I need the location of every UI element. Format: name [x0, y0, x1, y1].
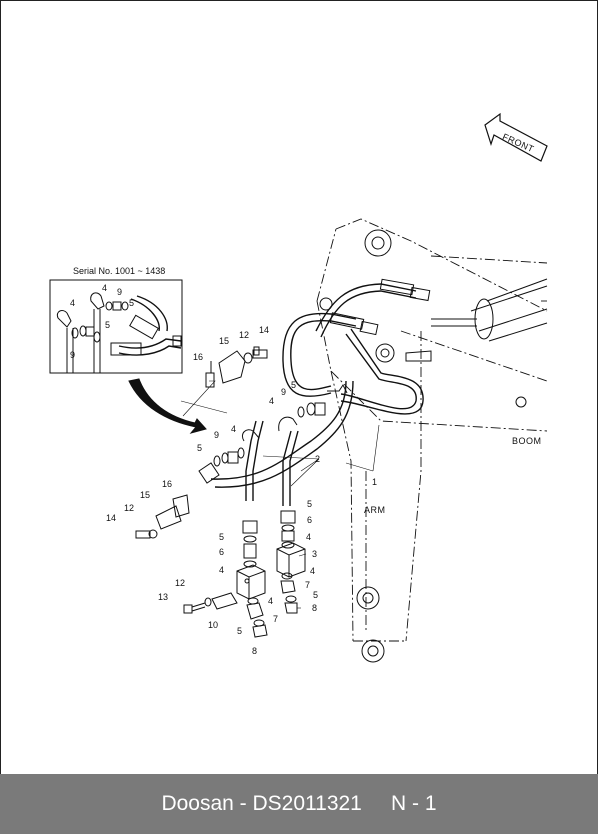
boom-label: BOOM [512, 436, 542, 446]
parts-diagram: Serial No. 1001 ~ 1438 FRONT BOOM ARM 1 … [49, 112, 548, 663]
clamp-upper [205, 349, 268, 388]
boom-outline [316, 218, 548, 432]
callout-9: 9 [214, 430, 219, 440]
callout-15: 15 [219, 336, 229, 346]
callout-9: 9 [281, 387, 286, 397]
callout-16: 16 [162, 479, 172, 489]
footer-title: Doosan - DS2011321 [161, 792, 362, 815]
footer-page-ref: N - 1 [391, 792, 437, 815]
callout-12: 12 [175, 578, 185, 588]
callout-14: 14 [259, 325, 269, 335]
footer-bar: Doosan - DS2011321 N - 1 [0, 774, 598, 834]
arm-outline [330, 331, 422, 642]
hose-2 [210, 380, 354, 506]
callout-4: 4 [306, 532, 311, 542]
callout-3: 3 [312, 549, 317, 559]
inset-box [49, 279, 183, 374]
callout-5: 5 [291, 380, 296, 390]
callout-9: 9 [117, 287, 122, 297]
callout-8: 8 [312, 603, 317, 613]
callout-1: 1 [372, 477, 377, 487]
callout-12: 12 [239, 330, 249, 340]
inset-title: Serial No. 1001 ~ 1438 [73, 266, 165, 276]
hose-1 [282, 283, 424, 415]
callout-4: 4 [310, 566, 315, 576]
callout-14: 14 [106, 513, 116, 523]
callout-4: 4 [268, 596, 273, 606]
arm-label: ARM [364, 505, 386, 515]
clamp-lower [135, 494, 190, 539]
elbow-lower-right [280, 572, 298, 614]
callout-5: 5 [197, 443, 202, 453]
diagram-sheet: Serial No. 1001 ~ 1438 FRONT BOOM ARM 1 … [0, 0, 598, 775]
callout-2: 2 [315, 454, 320, 464]
callout-4: 4 [102, 283, 107, 293]
o-ring-icon [213, 402, 326, 467]
callout-10: 10 [208, 620, 218, 630]
leader-lines [180, 380, 380, 609]
callout-4: 4 [231, 424, 236, 434]
callout-8: 8 [252, 646, 257, 656]
callout-5: 5 [313, 590, 318, 600]
fitting-stack-left [242, 520, 258, 568]
callout-6: 6 [307, 515, 312, 525]
callout-5: 5 [105, 320, 110, 330]
front-arrow-icon [484, 112, 548, 162]
callout-6: 6 [219, 547, 224, 557]
fitting-stack-right [280, 510, 296, 549]
callout-7: 7 [273, 614, 278, 624]
block-icon [236, 542, 306, 600]
boom-pin-icon [319, 229, 527, 663]
hose-fitting-icon [327, 278, 431, 394]
front-label: FRONT [501, 132, 536, 155]
detail-arrow-icon [128, 378, 207, 434]
elbow-fitting-icon [198, 416, 298, 484]
callout-12: 12 [124, 503, 134, 513]
callout-16: 16 [193, 352, 203, 362]
elbow-lower-center [246, 597, 268, 638]
callout-5: 5 [237, 626, 242, 636]
boom-cylinder [405, 278, 548, 362]
bolt-icon [183, 346, 260, 614]
callout-7: 7 [305, 580, 310, 590]
callout-4: 4 [70, 298, 75, 308]
callout-9: 9 [70, 350, 75, 360]
callout-13: 13 [158, 592, 168, 602]
callout-5: 5 [219, 532, 224, 542]
callout-5: 5 [129, 298, 134, 308]
callout-4: 4 [269, 396, 274, 406]
callout-5: 5 [307, 499, 312, 509]
callout-15: 15 [140, 490, 150, 500]
callout-4: 4 [219, 565, 224, 575]
